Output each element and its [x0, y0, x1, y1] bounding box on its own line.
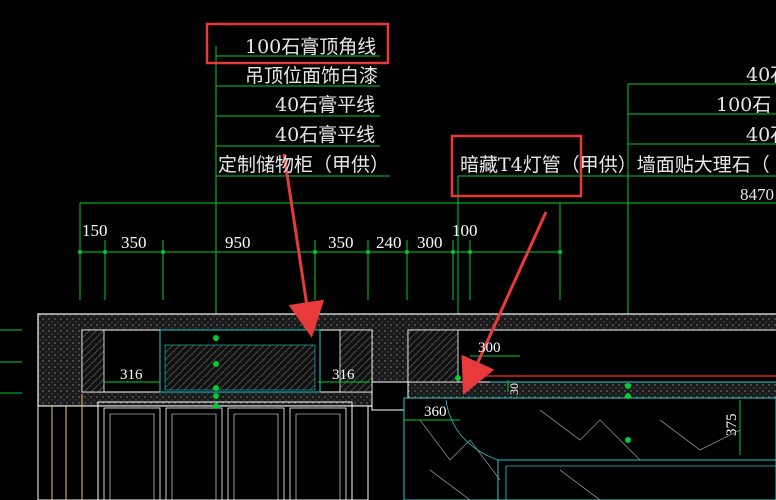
label-gypsum-line-2: 40石膏平线 [275, 123, 375, 146]
label-storage-cabinet: 定制储物柜（甲供） [218, 154, 389, 176]
dim-316-right: 316 [332, 367, 355, 383]
dimension-lines [0, 202, 776, 394]
highlight-box-t4-light [450, 134, 583, 198]
highlight-box-ceiling-molding [205, 22, 390, 65]
label-ceiling-paint: 吊顶位面饰白漆 [245, 65, 378, 87]
dim-300-inner: 300 [478, 340, 501, 356]
dim-350-b: 350 [328, 233, 354, 252]
dim-350-a: 350 [121, 233, 147, 252]
label-right-1: 40石 [746, 64, 776, 86]
label-right-4: 8470 [740, 185, 774, 204]
label-right-3: 40石 [746, 124, 776, 146]
dim-950: 950 [225, 233, 251, 252]
arrow-to-molding [282, 153, 325, 338]
dim-100: 100 [452, 221, 478, 240]
dim-316-left: 316 [120, 367, 143, 383]
label-ceiling-molding: 100石膏顶角线 [245, 35, 376, 58]
dim-30: 30 [507, 383, 521, 395]
dim-375: 375 [724, 414, 740, 437]
leader-nodes [213, 335, 631, 443]
dim-300: 300 [417, 233, 443, 252]
arrow-to-light [461, 211, 548, 395]
dimension-ticks [78, 250, 562, 254]
label-t4-light-marble: 暗藏T4灯管（甲供）墙面贴大理石（ [460, 154, 770, 176]
label-right-2: 100石 [716, 94, 771, 116]
ceiling-section [37, 313, 776, 411]
dim-240: 240 [376, 233, 402, 252]
dim-150: 150 [82, 221, 108, 240]
label-gypsum-line-1: 40石膏平线 [275, 93, 375, 116]
dim-360: 360 [424, 404, 447, 420]
cabinet-elevation [37, 394, 369, 500]
marble-wall [403, 397, 776, 500]
